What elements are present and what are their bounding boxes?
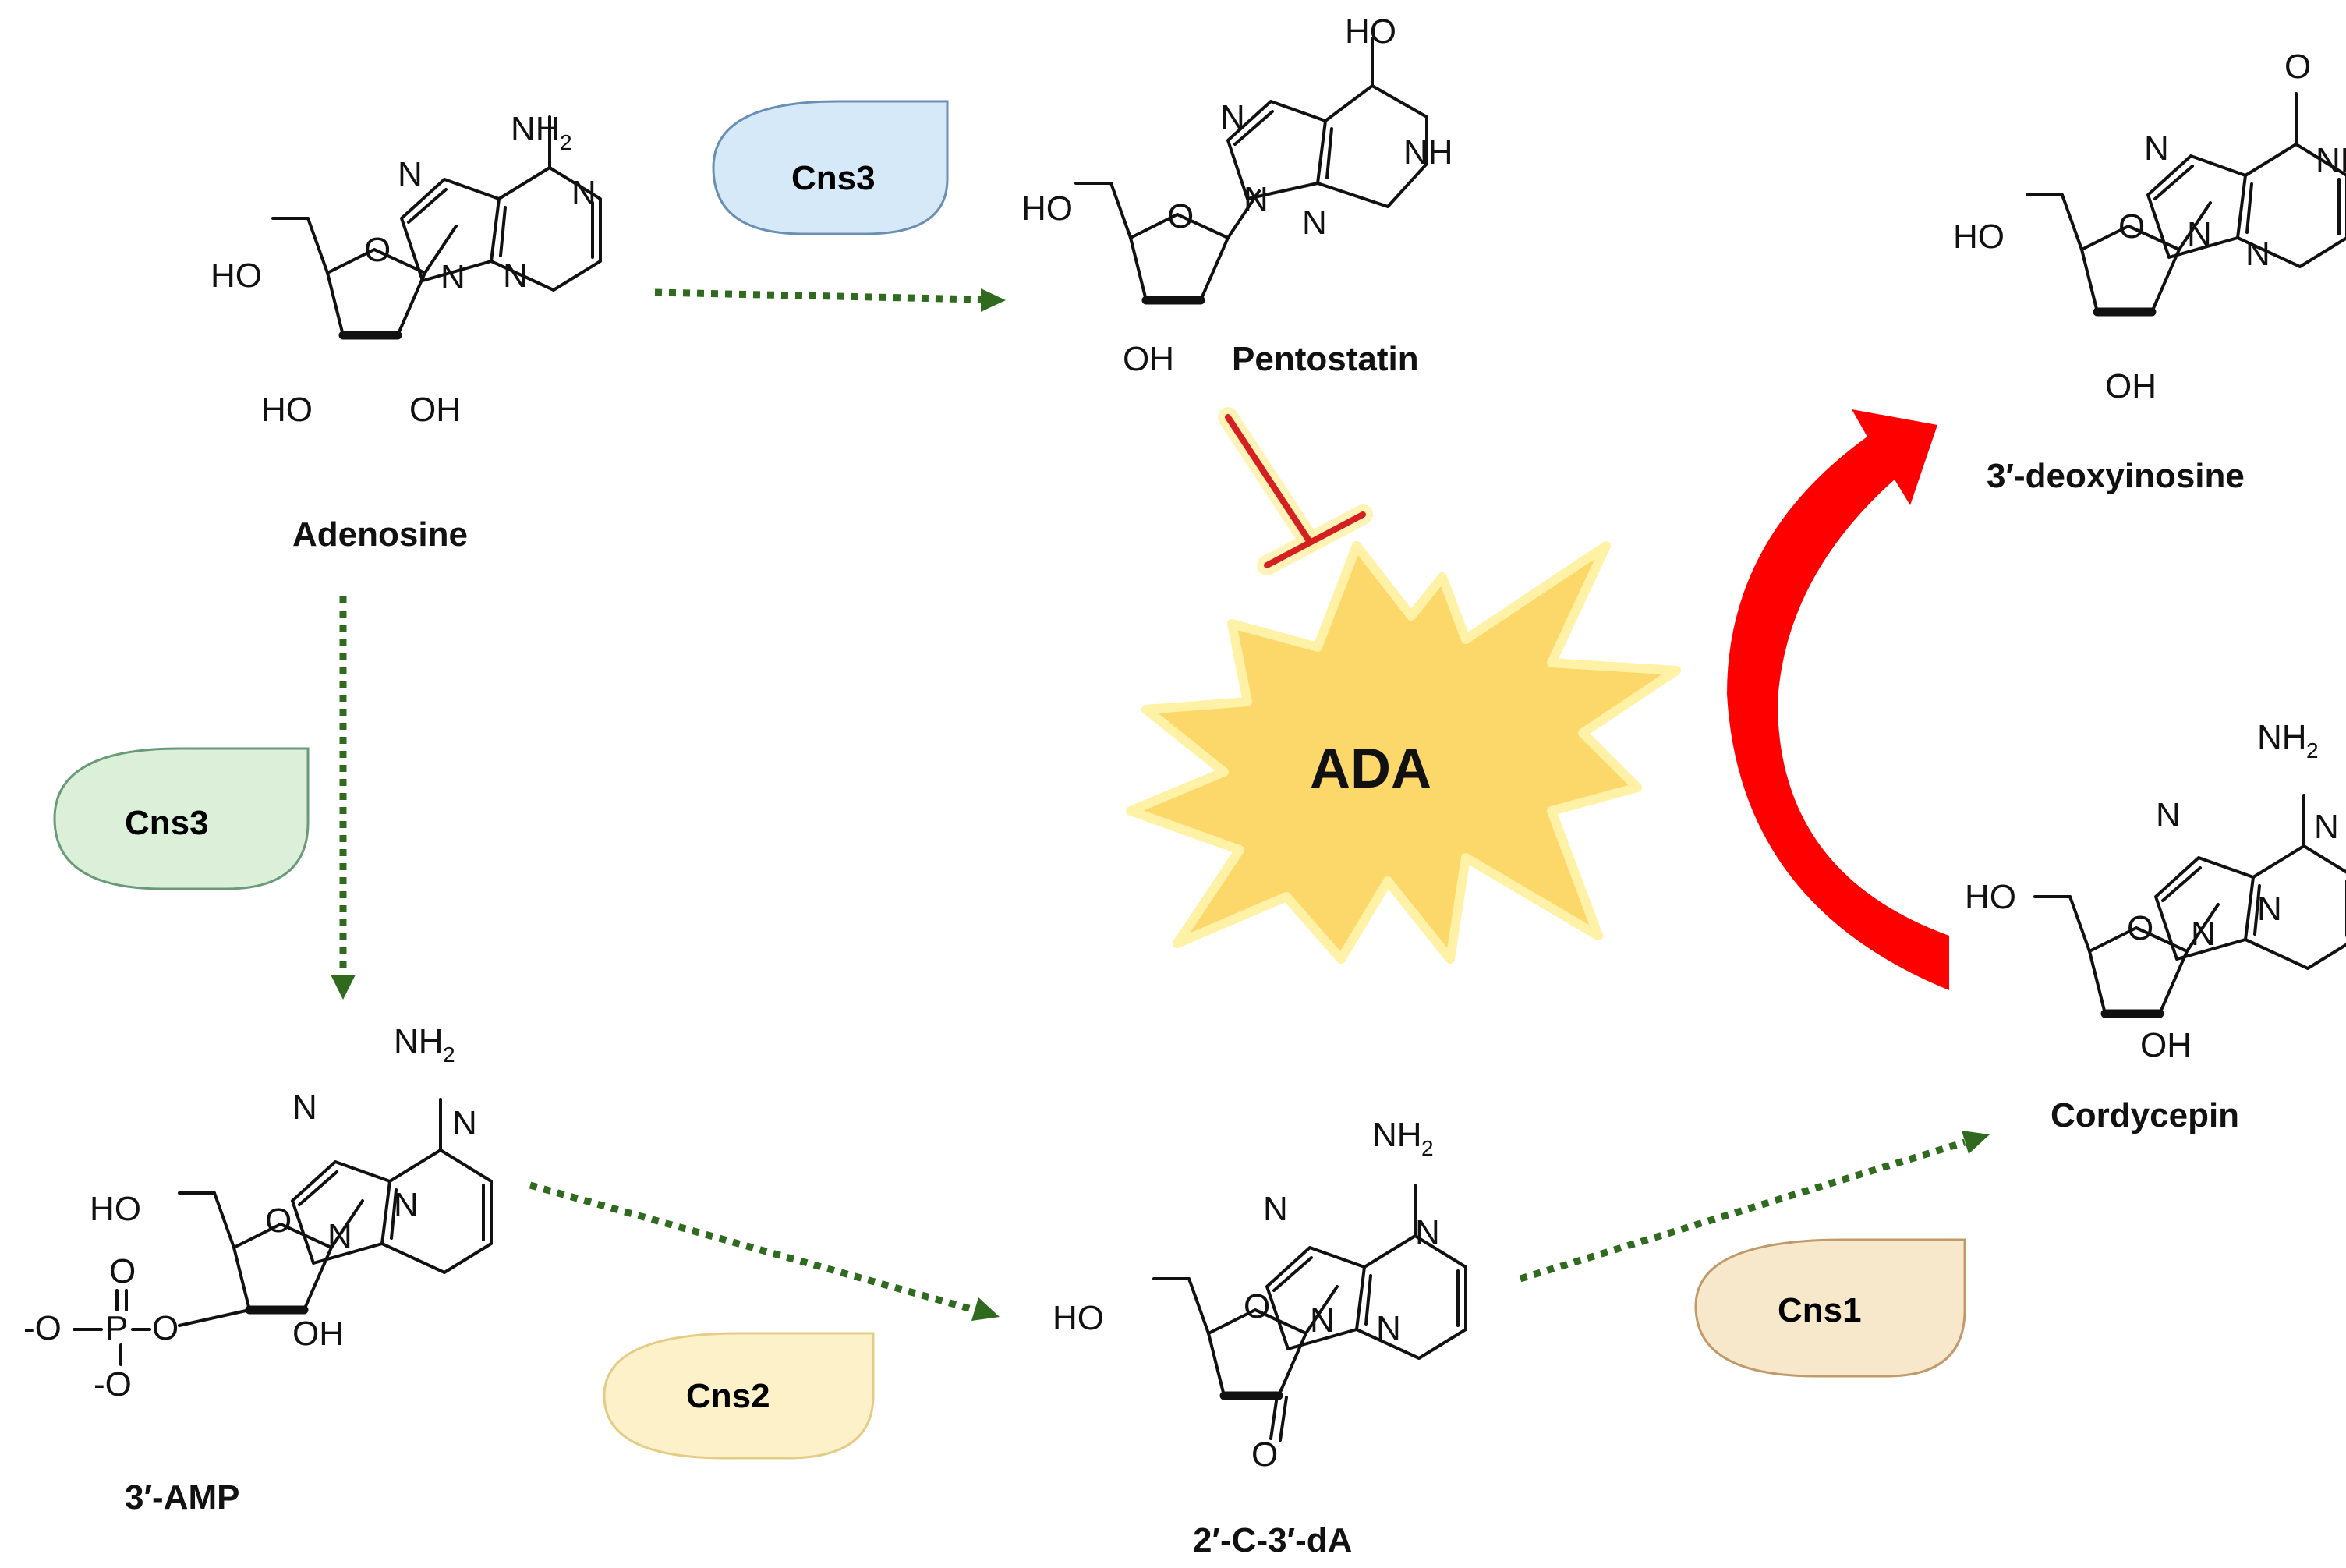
atom-label: N	[327, 1217, 352, 1255]
atom-label: O	[152, 1309, 179, 1347]
enzyme-badge-cns3-top: Cns3	[712, 100, 949, 235]
inhibition-symbol	[1218, 407, 1373, 575]
atom-label: N	[2191, 915, 2216, 953]
atom-subscript: 2	[2306, 738, 2319, 763]
atom-label: O	[265, 1202, 292, 1240]
atom-label: NH	[2257, 718, 2307, 756]
compound-label-adenosine: Adenosine	[292, 515, 468, 554]
atom-label: N	[452, 1104, 477, 1142]
atom-label: N	[2245, 235, 2270, 273]
atom-label: N	[2314, 808, 2339, 846]
atom-label: NH	[394, 1022, 444, 1060]
cordycepin-structure: HO OH O NH 2 N N N N	[1965, 718, 2346, 1064]
atom-label: O	[2118, 207, 2145, 246]
atom-label: N	[1415, 1213, 1440, 1251]
atom-label: O	[1251, 1435, 1278, 1474]
atom-label: NH	[511, 110, 561, 148]
atom-label: OH	[2140, 1026, 2192, 1064]
atom-label: HO	[1953, 218, 2005, 256]
atom-label: N	[1263, 1190, 1288, 1228]
deoxyinosine-structure: HO OH O O NH N N N	[1953, 48, 2346, 405]
compound-label-pentostatin: Pentostatin	[1232, 340, 1419, 378]
atom-label: O	[364, 231, 391, 269]
atom-label: O	[1167, 197, 1194, 235]
atom-label: N	[441, 258, 465, 296]
atom-label: HO	[1053, 1299, 1104, 1337]
enzyme-badge-cns2: Cns2	[603, 1332, 875, 1460]
adenosine-structure: HO HO OH O N NH 2 N N N	[211, 110, 602, 429]
atom-label: N	[1220, 98, 1245, 136]
amp-structure: HO OH O NH 2 N N N N O P -O O -O	[23, 1022, 493, 1403]
atom-label: N	[1244, 180, 1269, 218]
atom-label: O	[2127, 909, 2153, 947]
atom-label: OH	[409, 391, 461, 429]
atom-label: N	[571, 174, 596, 212]
atom-label: N	[1302, 204, 1327, 242]
atom-label: NH	[1372, 1116, 1422, 1154]
atom-label: NH	[1403, 133, 1453, 172]
atom-label: O	[2284, 48, 2311, 86]
atom-label: HO	[1021, 189, 1073, 228]
reaction-arrow-amp-to-cda	[529, 1181, 1000, 1321]
enzyme-label: Cns3	[125, 804, 209, 842]
reaction-arrow-adenosine-to-pentostatin	[654, 288, 1006, 312]
enzyme-badge-cns1: Cns1	[1694, 1238, 1966, 1378]
atom-label: OH	[2105, 367, 2157, 405]
atom-label: HO	[1965, 878, 2016, 916]
atom-label: N	[1310, 1301, 1335, 1340]
atom-label: N	[503, 257, 528, 295]
atom-label: HO	[90, 1190, 141, 1228]
enzyme-label: Cns2	[686, 1377, 770, 1415]
ada-label: ADA	[1310, 738, 1431, 800]
conversion-arrow-cordycepin-to-deoxyinosine	[1727, 409, 1949, 990]
atom-label: O	[109, 1252, 136, 1290]
atom-label: N	[2257, 890, 2282, 928]
atom-label: OH	[292, 1315, 344, 1353]
atom-label: N	[2156, 796, 2181, 834]
compound-label-3-deoxyinosine: 3′-deoxyinosine	[1987, 457, 2245, 495]
reaction-arrow-cda-to-cordycepin	[1519, 1131, 1990, 1283]
atom-label: N	[398, 155, 423, 193]
atom-label: -O	[94, 1365, 132, 1403]
atom-subscript: 2	[443, 1042, 455, 1067]
compound-label-3-amp: 3′-AMP	[125, 1478, 239, 1517]
enzyme-badge-cns3-left: Cns3	[53, 747, 310, 890]
atom-label: HO	[261, 391, 313, 429]
reaction-arrow-adenosine-to-amp	[331, 596, 356, 1000]
atom-label: O	[1244, 1287, 1270, 1326]
atom-label: OH	[1123, 340, 1174, 378]
atom-subscript: 2	[560, 130, 572, 154]
atom-subscript: 2	[1421, 1136, 1434, 1160]
atom-label: HO	[211, 257, 262, 295]
cda-structure: HO O O NH 2 N N N N	[1053, 1116, 1467, 1474]
ada-enzyme-starburst: ADA	[1126, 541, 1681, 964]
pentostatin-structure: HO OH O HO N N N NH	[1021, 12, 1453, 378]
enzyme-label: Cns1	[1778, 1291, 1862, 1329]
atom-label: NH	[2316, 141, 2346, 179]
atom-label: N	[394, 1186, 419, 1224]
enzyme-label: Cns3	[791, 159, 876, 197]
compound-label-2-c-3-da: 2′-C-3′-dA	[1193, 1521, 1352, 1559]
atom-label: N	[292, 1088, 317, 1127]
atom-label: N	[1376, 1309, 1401, 1347]
atom-label: -O	[23, 1309, 62, 1347]
atom-label: HO	[1345, 12, 1396, 51]
atom-label: N	[2187, 215, 2212, 253]
atom-label: P	[105, 1309, 128, 1347]
atom-label: N	[2144, 129, 2169, 168]
compound-label-cordycepin: Cordycepin	[2051, 1096, 2239, 1134]
